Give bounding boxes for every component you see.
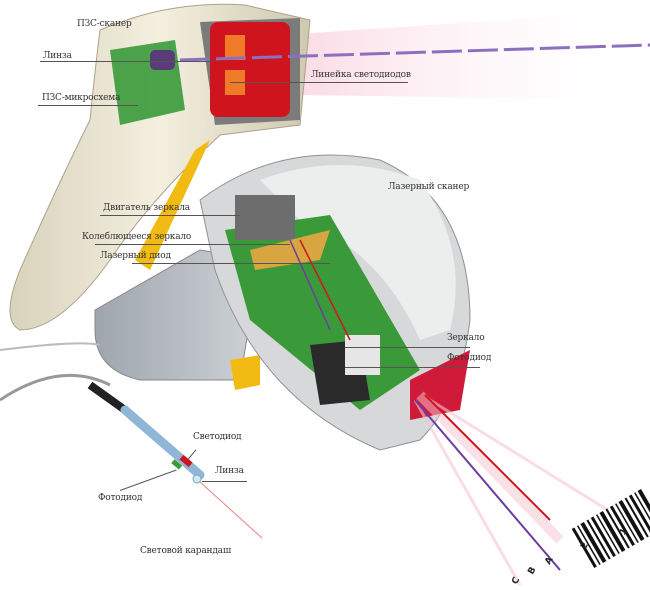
ccd-chip-label: ПЗС-микросхема: [42, 93, 121, 103]
laser-diode-label: Лазерный диод: [100, 251, 171, 261]
light-pen-title: Световой карандаш: [140, 546, 232, 556]
laser-photodiode-label: Фотодиод: [447, 353, 492, 363]
laser-scanner-title: Лазерный сканер: [388, 182, 470, 192]
pen-lens-label: Линза: [215, 466, 244, 476]
ccd-chip-leader: [38, 105, 138, 106]
oscillating-mirror-leader: [95, 244, 290, 245]
pen-led-label: Светодиод: [193, 432, 242, 442]
laser-diode-leader: [132, 263, 330, 264]
barcode: [570, 485, 650, 569]
laser-photodiode-leader: [345, 367, 480, 368]
laser-scanner: [94, 154, 641, 586]
ccd-scanner: [9, 3, 650, 331]
oscillating-mirror-label: Колеблющееся зеркало: [82, 232, 192, 242]
pen-lens-leader: [202, 481, 247, 482]
mirror-motor-label: Двигатель зеркала: [103, 203, 190, 213]
mirror-leader: [345, 347, 470, 348]
ccd-lens-leader: [40, 61, 215, 62]
mirror-label: Зеркало: [447, 333, 485, 343]
light-pen: [0, 342, 263, 539]
led-array-leader: [230, 82, 408, 83]
mirror-motor-leader: [100, 215, 240, 216]
laser-beams: [289, 239, 641, 586]
pen-photodiode-label: Фотодиод: [98, 493, 143, 503]
ccd-lens-label: Линза: [43, 51, 72, 61]
ccd-scanner-title: ПЗС-сканер: [77, 19, 132, 29]
led-array-label: Линейка светодиодов: [311, 70, 411, 80]
